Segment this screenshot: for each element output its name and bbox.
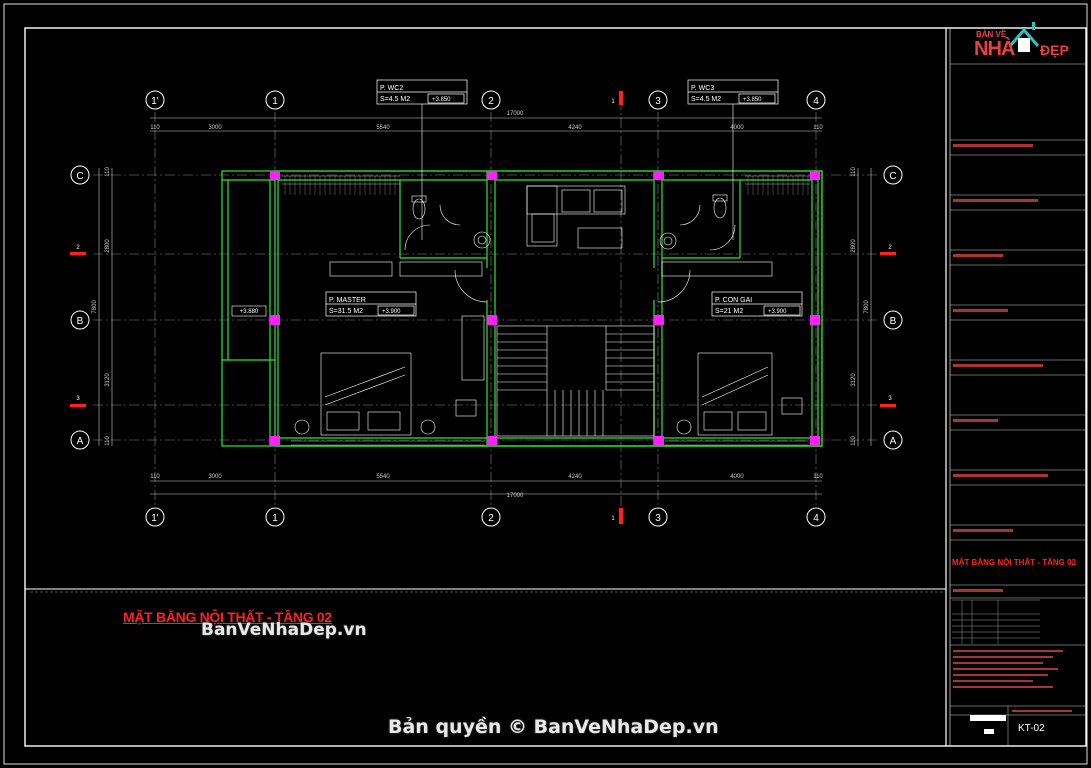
section-label-1-top: 1 — [611, 99, 615, 105]
watermark-center: BanVeNhaDep.vn — [201, 620, 367, 640]
grid-label-col-1p: 1' — [151, 96, 159, 107]
dim-bottom-5: 4000 — [730, 474, 744, 480]
balcony-level: +3.880 — [240, 309, 259, 315]
room-name-wc3: P. WC3 — [691, 85, 714, 92]
bed-master — [294, 352, 477, 436]
dim-top-2: 3000 — [208, 125, 222, 131]
plan-title: MẶT BẰNG NỘI THẤT - TẦNG 02 — [123, 609, 332, 625]
brand-logo: BẢN VẼ NHÀ ĐẸP — [972, 12, 1082, 60]
room-level-wc3: +3.850 — [743, 97, 762, 103]
grid-label-col-4-bottom: 4 — [813, 513, 819, 524]
section-mark-1-top — [619, 91, 623, 105]
room-name-con-gai: P. CON GAI — [715, 297, 752, 304]
grid-label-col-1-bottom: 1 — [272, 513, 278, 524]
section-mark-3-right — [880, 404, 896, 407]
logo-main-text: NHÀ — [974, 38, 1015, 60]
dim-bottom-3: 5540 — [376, 474, 390, 480]
section-mark-3-left — [70, 404, 86, 407]
grid-label-col-2-bottom: 2 — [488, 513, 494, 524]
grid-label-col-1p-bottom: 1' — [151, 513, 159, 524]
title-block-sheet-number: KT-02 — [1018, 723, 1045, 734]
grid-label-row-a-right: A — [890, 436, 897, 447]
section-mark-1-bottom — [619, 508, 623, 524]
dim-right-4: 3120 — [851, 373, 857, 387]
dim-bottom-1: 110 — [150, 474, 160, 480]
grid-label-row-a: A — [77, 436, 84, 447]
title-block-drawing-title: MẶT BẰNG NỘI THẤT - TẦNG 02 — [952, 558, 1076, 567]
section-label-2-left: 2 — [76, 245, 80, 251]
dim-top-4: 4240 — [568, 125, 582, 131]
section-mark-2-right — [880, 252, 896, 255]
room-area-wc2: S=4.5 M2 — [380, 96, 410, 103]
grid-label-row-b: B — [77, 316, 84, 327]
dim-bottom-6: 110 — [813, 474, 823, 480]
staircase — [496, 325, 655, 437]
dim-left-4: 3120 — [105, 373, 111, 387]
room-area-master: S=31.5 M2 — [329, 308, 363, 315]
section-mark-2-left — [70, 252, 86, 255]
logo-top-text: BẢN VẼ — [976, 30, 1007, 39]
grid-label-row-c: C — [76, 171, 83, 182]
room-level-con-gai: +3.900 — [768, 309, 787, 315]
floor-plan-walls — [221, 170, 823, 447]
dim-top-5: 4000 — [730, 125, 744, 131]
dim-bottom-2: 3000 — [208, 474, 222, 480]
dim-right-5: 110 — [851, 436, 857, 446]
dim-top-1: 110 — [150, 125, 160, 131]
room-level-master: +3.900 — [382, 309, 401, 315]
dim-bottom-4: 4240 — [568, 474, 582, 480]
room-level-wc2: +3.850 — [432, 97, 451, 103]
dim-bottom-overall: 17000 — [507, 493, 524, 499]
dim-right-1: 110 — [851, 167, 857, 177]
dim-left-5: 110 — [105, 436, 111, 446]
watermark-copyright: Bản quyền © BanVeNhaDep.vn — [388, 716, 719, 738]
grid-label-row-b-right: B — [890, 316, 897, 327]
bed-con-gai — [676, 352, 803, 436]
dim-left-1: 110 — [105, 167, 111, 177]
room-area-wc3: S=4.5 M2 — [691, 96, 721, 103]
dim-left-3: 7800 — [92, 300, 98, 314]
grid-label-col-4: 4 — [813, 96, 819, 107]
dim-top-overall: 17000 — [507, 111, 524, 117]
grid-label-col-3: 3 — [655, 96, 661, 107]
grid-label-col-1: 1 — [272, 96, 278, 107]
section-label-1-bottom: 1 — [611, 516, 615, 522]
section-label-2-right: 2 — [888, 245, 892, 251]
grid-label-col-3-bottom: 3 — [655, 513, 661, 524]
room-area-con-gai: S=21 M2 — [715, 308, 743, 315]
dim-top-6: 110 — [813, 125, 823, 131]
house-logo-icon — [1008, 22, 1040, 52]
grid-bubble-top — [145, 90, 165, 110]
dim-right-2: 2800 — [851, 239, 857, 253]
dim-left-2: 2800 — [105, 239, 111, 253]
section-label-3-right: 3 — [888, 396, 892, 402]
dim-right-3: 7800 — [864, 300, 870, 314]
dim-top-3: 5540 — [376, 125, 390, 131]
grid-label-row-c-right: C — [889, 171, 896, 182]
room-name-master: P. MASTER — [329, 297, 366, 304]
room-name-wc2: P. WC2 — [380, 85, 403, 92]
logo-sub-text: ĐẸP — [1040, 42, 1069, 58]
section-label-3-left: 3 — [76, 396, 80, 402]
grid-label-col-2: 2 — [488, 96, 494, 107]
